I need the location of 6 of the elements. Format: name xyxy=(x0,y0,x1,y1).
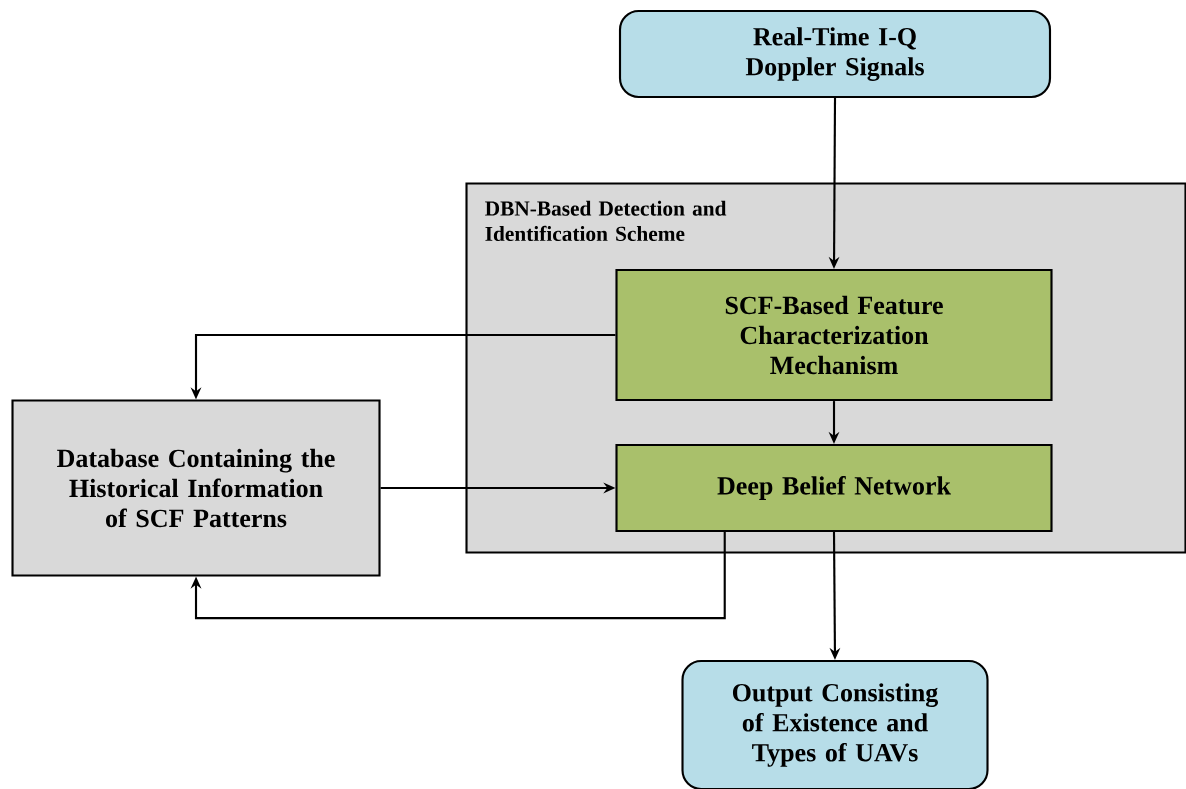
input-box: Real-Time I-Q Doppler Signals xyxy=(618,9,1052,99)
process-box: SCF-Based Feature Characterization Mechanism xyxy=(615,268,1053,402)
output-box: Output Consisting of Existence and Types of UAVs xyxy=(681,659,989,789)
process-box: Deep Belief Network xyxy=(615,443,1053,533)
arrow xyxy=(190,532,726,620)
database-box: Database Containing the Historical Information of SCF Patterns xyxy=(11,399,381,577)
